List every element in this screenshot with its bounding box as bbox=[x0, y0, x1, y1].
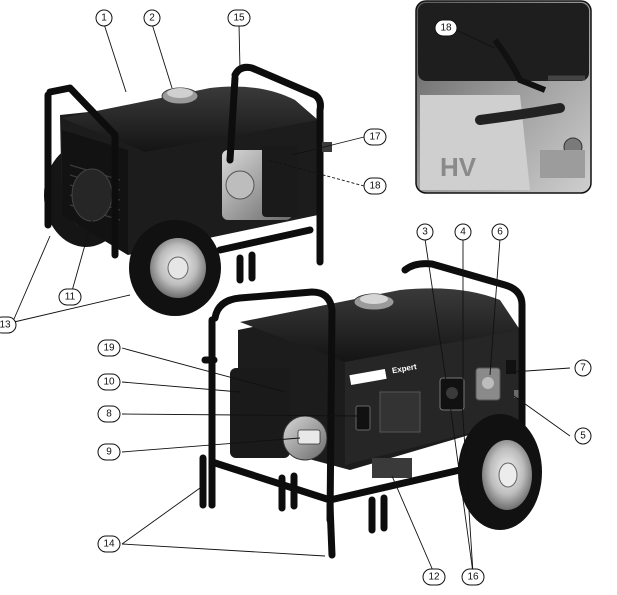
callout-13: 13 bbox=[0, 316, 17, 334]
callout-19-label: 19 bbox=[103, 343, 115, 354]
voltmeter bbox=[506, 360, 516, 374]
front-frame-left bbox=[211, 288, 336, 524]
rear-frame-right bbox=[231, 63, 324, 236]
callout-10-label: 10 bbox=[103, 377, 115, 388]
callout-16-label: 16 bbox=[467, 572, 479, 583]
callout-15-label: 15 bbox=[233, 13, 245, 24]
callout-9: 9 bbox=[97, 443, 121, 461]
front-air-filter bbox=[230, 368, 290, 458]
generator-front-view: DRAPER Expert bbox=[199, 260, 542, 559]
callout-18-label: 18 bbox=[369, 181, 381, 192]
callout-18: 18 bbox=[363, 177, 387, 195]
rear-frame-left bbox=[46, 84, 119, 259]
callout-9-label: 9 bbox=[106, 447, 112, 458]
callout-10: 10 bbox=[97, 373, 121, 391]
engine-switch bbox=[355, 405, 371, 431]
callout-5: 5 bbox=[574, 427, 592, 445]
callout-3-label: 3 bbox=[422, 227, 428, 238]
front-frame-right bbox=[401, 260, 526, 444]
callout-17: 17 bbox=[363, 128, 387, 146]
callout-12-label: 12 bbox=[428, 572, 440, 583]
callout-17-label: 17 bbox=[369, 132, 381, 143]
callout-1: 1 bbox=[95, 9, 113, 27]
callout-7: 7 bbox=[574, 359, 592, 377]
callout-2-label: 2 bbox=[149, 13, 155, 24]
callout-4-label: 4 bbox=[460, 227, 466, 238]
fuel-tank bbox=[62, 86, 318, 152]
fuel-valve bbox=[322, 142, 332, 152]
brand-badge bbox=[349, 368, 387, 386]
callout-8: 8 bbox=[97, 405, 121, 423]
callout-19: 19 bbox=[97, 339, 121, 357]
fuel-drain bbox=[372, 458, 412, 478]
callout-16: 16 bbox=[461, 568, 485, 586]
callout-5-label: 5 bbox=[580, 431, 586, 442]
callout-11-label: 11 bbox=[65, 292, 76, 303]
callout-2: 2 bbox=[143, 9, 161, 27]
closeup-inset: HV bbox=[415, 0, 592, 194]
callout-4: 4 bbox=[454, 223, 472, 241]
callout-11: 11 bbox=[58, 288, 82, 306]
callout-12: 12 bbox=[422, 568, 446, 586]
model-name: Expert bbox=[391, 362, 417, 375]
callout-1-label: 1 bbox=[101, 13, 107, 24]
callout-inset-18: 18 bbox=[434, 19, 458, 37]
air-filter-housing bbox=[262, 145, 298, 217]
alternator-cover bbox=[71, 168, 113, 222]
earth-terminal bbox=[514, 390, 522, 398]
front-fuel-tank bbox=[240, 288, 520, 362]
callout-6: 6 bbox=[491, 223, 509, 241]
callout-7-label: 7 bbox=[580, 363, 586, 374]
inset-engine-marking: HV bbox=[440, 152, 477, 182]
callout-inset-18-label: 18 bbox=[440, 23, 452, 34]
leader-lines bbox=[13, 23, 571, 574]
inset-hose bbox=[475, 103, 565, 125]
callout-14: 14 bbox=[97, 535, 121, 553]
callout-14-label: 14 bbox=[103, 539, 115, 550]
callout-6-label: 6 bbox=[497, 227, 503, 238]
generator-rear-view bbox=[44, 63, 332, 316]
callout-13-label: 13 bbox=[0, 320, 11, 331]
callout-3: 3 bbox=[416, 223, 434, 241]
callout-8-label: 8 bbox=[106, 409, 112, 420]
callout-15: 15 bbox=[227, 9, 251, 27]
